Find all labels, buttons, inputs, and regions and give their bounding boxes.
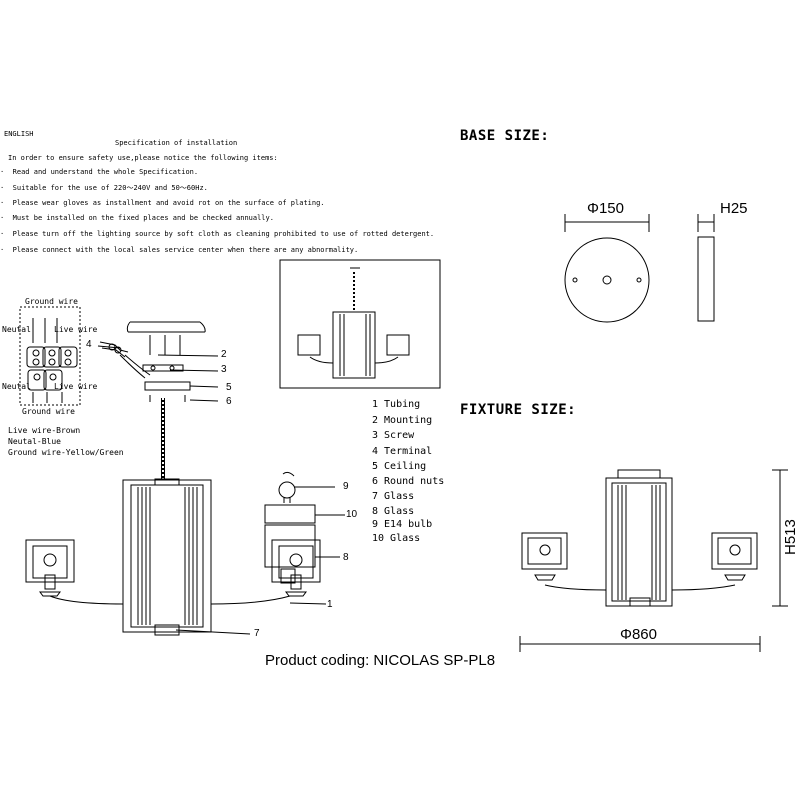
parts-list-item: 4 Terminal [372, 446, 433, 457]
base-height-label: H25 [720, 200, 748, 217]
parts-list-item: 3 Screw [372, 430, 415, 441]
callout-number: 7 [254, 628, 260, 639]
main-fixture-drawing [25, 478, 327, 636]
fixture-size-heading: FIXTURE SIZE: [460, 402, 577, 418]
neutral-label: Neutal [2, 325, 31, 334]
base-size-heading: BASE SIZE: [460, 128, 550, 144]
instruction-item: · Must be installed on the fixed places … [0, 214, 274, 222]
fixture-diameter-label: Φ860 [620, 626, 657, 643]
callout-number: 6 [226, 396, 232, 407]
callout-number: 5 [226, 382, 232, 393]
instruction-item: · Read and understand the whole Specific… [0, 168, 199, 176]
wire-color-legend-item: Ground wire-Yellow/Green [8, 448, 124, 457]
live-wire-label: Live wire [54, 325, 98, 334]
instruction-item: · Please wear gloves as installment and … [0, 199, 325, 207]
wire-color-legend-item: Neutal-Blue [8, 437, 61, 446]
wiring-terminal-diagram [19, 306, 81, 406]
callout-number: 4 [86, 339, 92, 350]
ground-wire-label: Ground wire [22, 407, 75, 416]
product-coding: Product coding: NICOLAS SP-PL8 [265, 652, 496, 669]
callout-number: 1 [327, 599, 333, 610]
callout-number: 3 [221, 364, 227, 375]
fixture-height-label: H513 [782, 519, 799, 555]
overview-sketch [279, 259, 441, 389]
parts-list-item: 9 E14 bulb [372, 519, 433, 530]
fixture-size-drawing [519, 469, 788, 652]
wire-color-legend-item: Live wire-Brown [8, 426, 81, 435]
callout-number: 2 [221, 349, 227, 360]
parts-list-item: 6 Round nuts [372, 476, 445, 487]
ceiling-mount-assembly [97, 321, 219, 402]
instructions-title: Specification of installation [115, 139, 238, 147]
instruction-item: · Please connect with the local sales se… [0, 246, 359, 254]
parts-list-item: 7 Glass [372, 491, 415, 502]
parts-list-item: 8 Glass [372, 506, 415, 517]
parts-list-item: 1 Tubing [372, 399, 421, 410]
instruction-item: · Suitable for the use of 220～240V and 5… [0, 184, 208, 192]
base-diameter-label: Φ150 [587, 200, 624, 217]
instruction-item: · Please turn off the lighting source by… [0, 230, 435, 238]
neutral-label: Neutal [2, 382, 31, 391]
glass-detail-drawing [264, 471, 345, 584]
parts-list-item: 10 Glass [372, 533, 421, 544]
base-size-drawing [564, 214, 715, 323]
language-label: ENGLISH [4, 130, 34, 138]
callout-number: 9 [343, 481, 349, 492]
instructions-intro: In order to ensure safety use,please not… [8, 154, 278, 162]
ground-wire-label: Ground wire [25, 297, 78, 306]
parts-list-item: 5 Ceiling [372, 461, 427, 472]
live-wire-label: Live wire [54, 382, 98, 391]
callout-number: 8 [343, 552, 349, 563]
parts-list-item: 2 Mounting [372, 415, 433, 426]
callout-number: 10 [346, 509, 358, 520]
